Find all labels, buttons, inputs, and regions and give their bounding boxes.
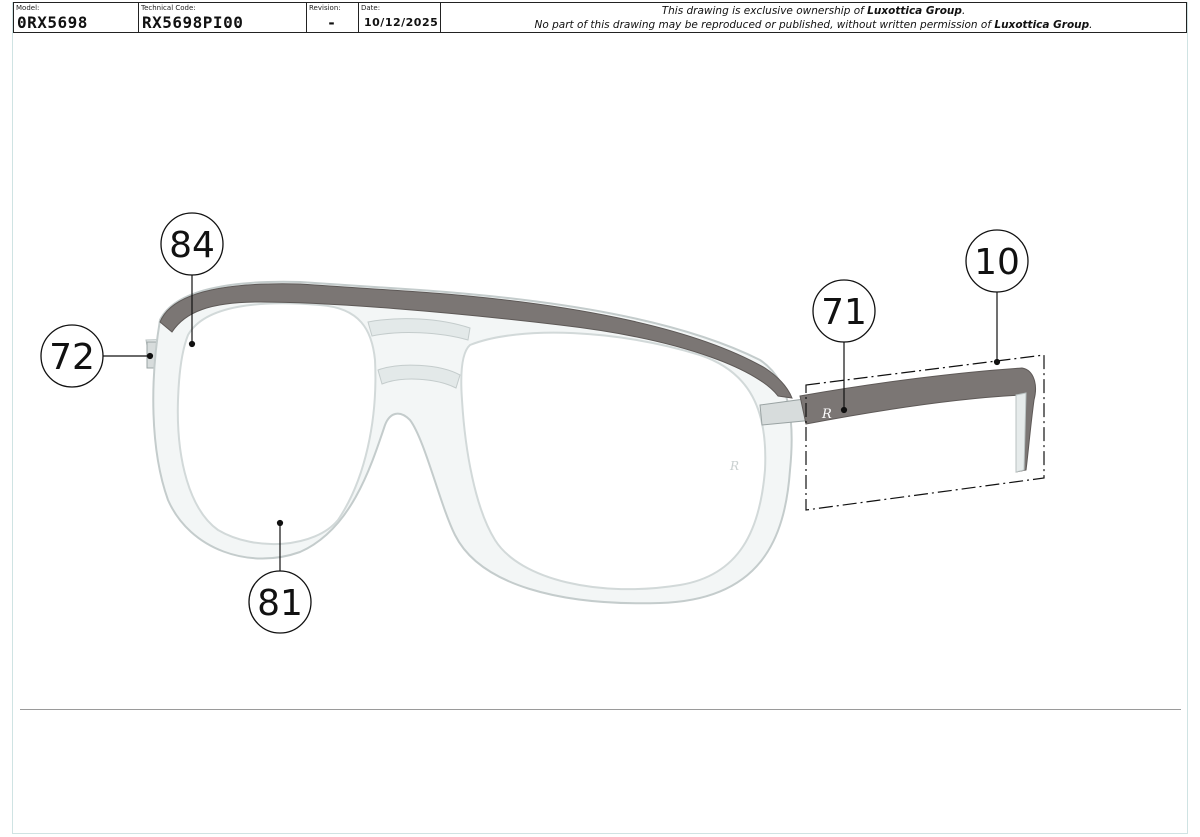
right-temple xyxy=(799,367,1036,473)
callout-71: 71 xyxy=(812,279,876,343)
ownership-notice-line-2: No part of this drawing may be reproduce… xyxy=(534,19,1093,31)
temple-detail-box xyxy=(805,354,1045,511)
callout-72: 72 xyxy=(40,324,104,388)
title-block: Model: 0RX5698 Technical Code: RX5698PI0… xyxy=(13,2,1187,33)
svg-text:10: 10 xyxy=(974,242,1020,283)
right-lens xyxy=(460,331,767,591)
callout-leaders xyxy=(103,275,1001,572)
bottom-rule xyxy=(20,709,1181,710)
ownership-notice: This drawing is exclusive ownership of L… xyxy=(441,3,1186,32)
callout-81: 81 xyxy=(248,570,312,634)
callout-10: 10 xyxy=(965,229,1029,293)
model-value: 0RX5698 xyxy=(17,13,88,32)
nose-bridge xyxy=(377,364,461,389)
svg-text:81: 81 xyxy=(257,583,303,624)
revision-value: - xyxy=(327,14,337,32)
ownership-notice-line-1: This drawing is exclusive ownership of L… xyxy=(661,5,966,17)
svg-text:84: 84 xyxy=(169,225,215,266)
revision-cell: Revision: - xyxy=(307,3,359,32)
logo-mark-temple: R xyxy=(821,407,832,422)
left-lens xyxy=(176,302,377,546)
date-cell: Date: 10/12/2025 xyxy=(359,3,441,32)
technical-code-label: Technical Code: xyxy=(141,4,196,12)
technical-code-cell: Technical Code: RX5698PI00 xyxy=(139,3,307,32)
model-label: Model: xyxy=(16,4,40,12)
svg-text:72: 72 xyxy=(49,337,95,378)
technical-code-value: RX5698PI00 xyxy=(142,13,244,32)
date-label: Date: xyxy=(361,4,381,12)
model-cell: Model: 0RX5698 xyxy=(14,3,139,32)
brow-bar xyxy=(159,283,793,399)
date-value: 10/12/2025 xyxy=(364,16,439,29)
svg-text:71: 71 xyxy=(821,292,867,333)
revision-label: Revision: xyxy=(309,4,341,12)
double-bridge xyxy=(367,318,471,341)
right-temple-tip-clear xyxy=(1015,392,1027,473)
callout-84: 84 xyxy=(160,212,224,276)
logo-mark-lens: R xyxy=(729,459,739,473)
